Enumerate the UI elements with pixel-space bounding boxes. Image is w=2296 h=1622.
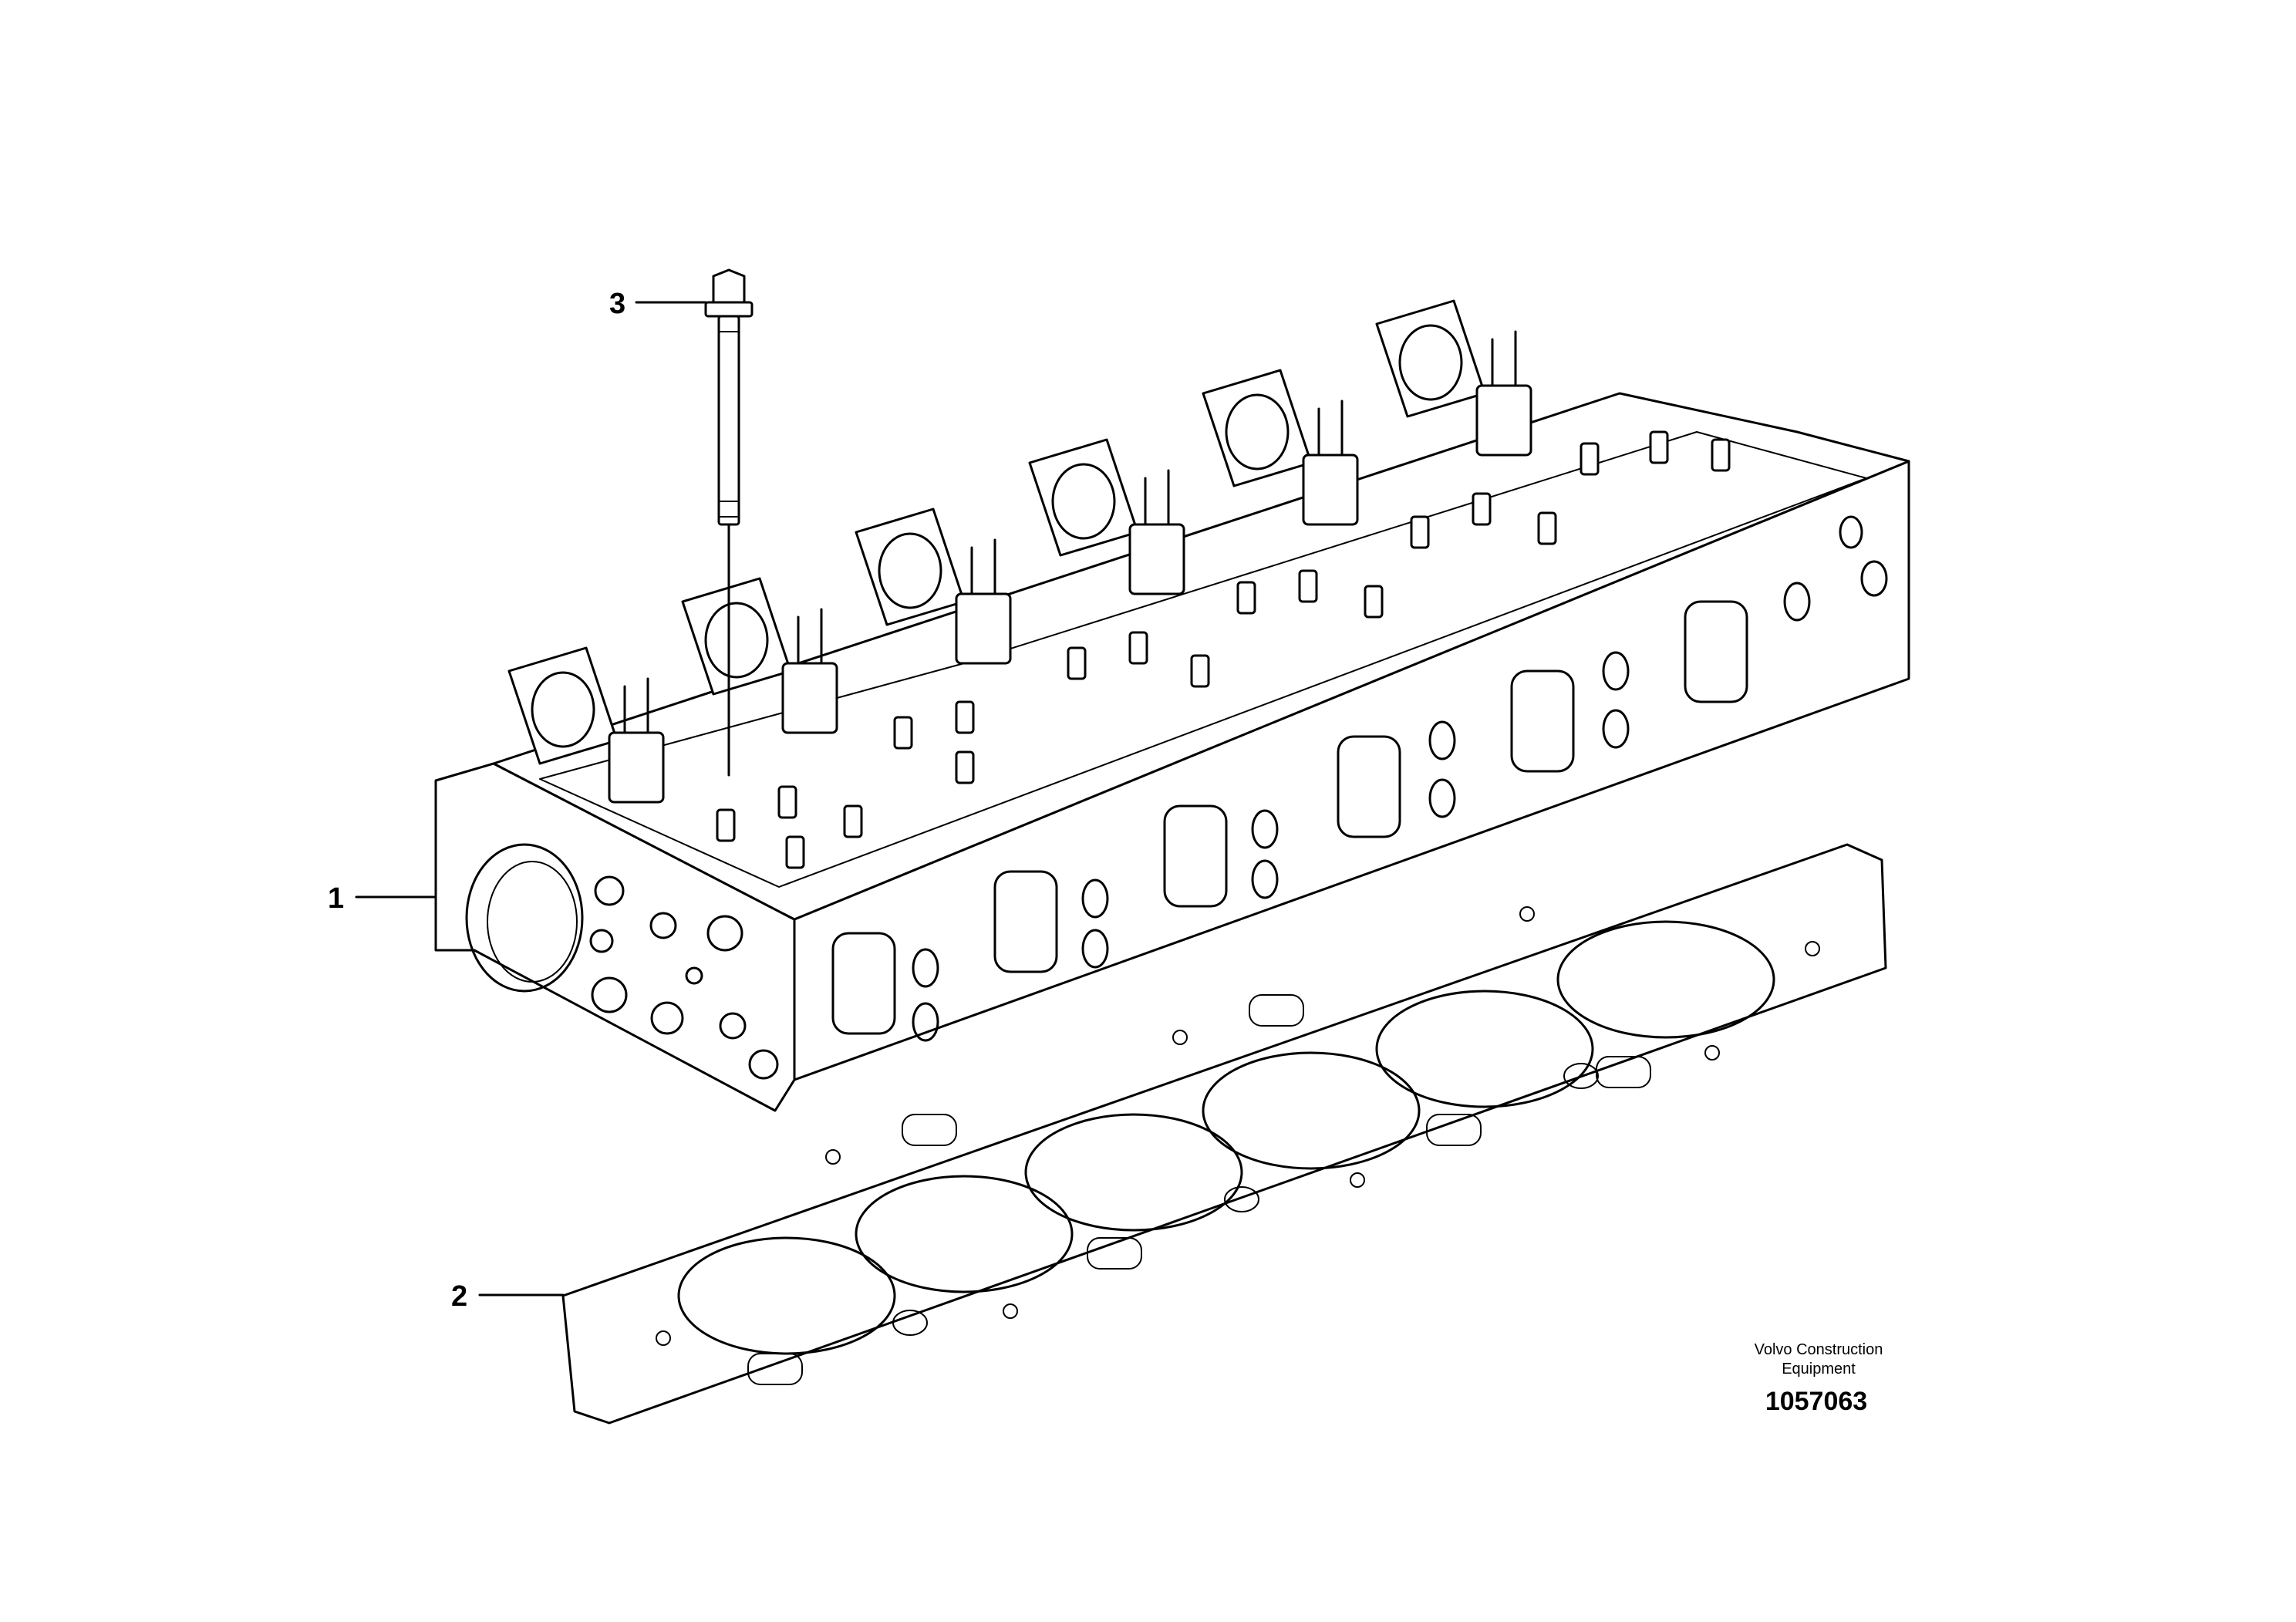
callout-1-label: 1 bbox=[328, 882, 344, 915]
cylinder-head bbox=[434, 299, 1910, 1112]
callout-3: 3 bbox=[609, 288, 707, 320]
brand-line-1: Volvo Construction bbox=[1755, 1341, 1883, 1358]
cylinder-head-gasket bbox=[561, 843, 1887, 1425]
end-face-bore bbox=[465, 843, 584, 993]
title-block: Volvo Construction Equipment 1057063 bbox=[1755, 1341, 1883, 1416]
cylinder-head-bolt bbox=[704, 268, 754, 777]
gasket-bores bbox=[677, 920, 1775, 1355]
deck-contour bbox=[539, 431, 1867, 888]
callout-3-label: 3 bbox=[609, 288, 625, 320]
cam-brackets bbox=[507, 299, 1532, 804]
callout-1: 1 bbox=[328, 882, 437, 915]
valve-studs bbox=[716, 430, 1731, 869]
callout-2: 2 bbox=[451, 1280, 565, 1313]
drawing-number: 1057063 bbox=[1765, 1387, 1867, 1416]
brand-line-2: Equipment bbox=[1782, 1361, 1856, 1378]
callout-2-label: 2 bbox=[451, 1280, 467, 1313]
side-holes bbox=[912, 515, 1888, 1042]
side-ports bbox=[831, 600, 1748, 1035]
gasket-small-holes bbox=[656, 906, 1820, 1385]
